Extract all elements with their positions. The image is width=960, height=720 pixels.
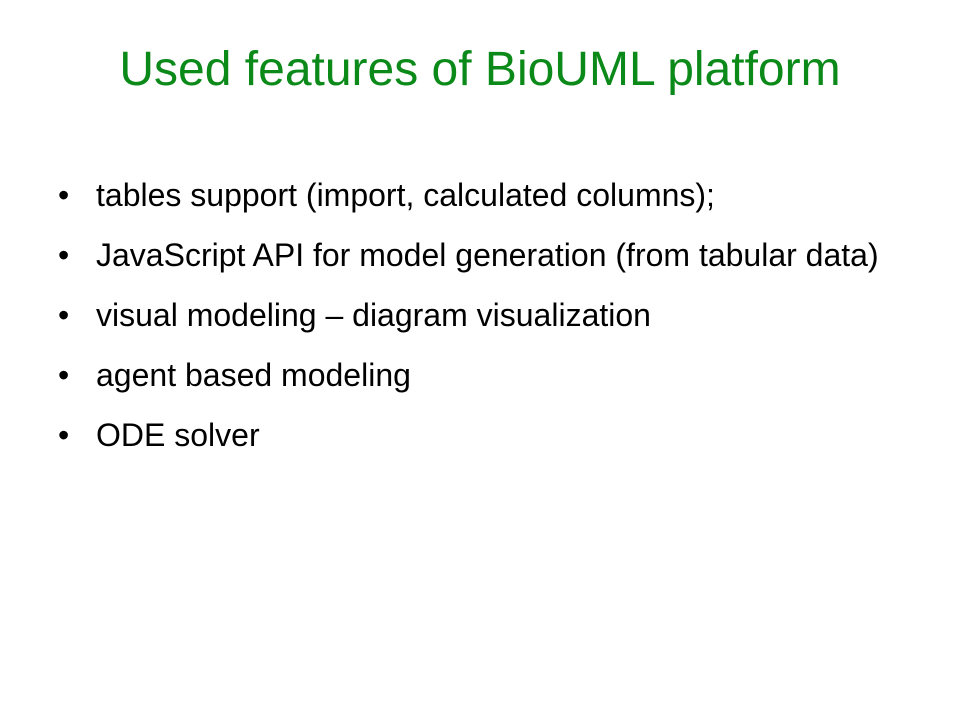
slide-title: Used features of BioUML platform <box>119 43 841 96</box>
bullet-text: tables support (import, calculated colum… <box>96 177 715 213</box>
bullet-item: • visual modeling – diagram visualizatio… <box>58 295 898 336</box>
bullet-icon: • <box>58 417 70 453</box>
bullet-icon: • <box>58 237 70 273</box>
bullet-item: • JavaScript API for model generation (f… <box>58 235 898 276</box>
bullet-item: • agent based modeling <box>58 355 898 396</box>
bullet-item: • ODE solver <box>58 415 898 456</box>
bullet-text: JavaScript API for model generation (fro… <box>96 237 879 273</box>
bullet-text: visual modeling – diagram visualization <box>96 297 651 333</box>
bullet-list: • tables support (import, calculated col… <box>58 175 898 475</box>
bullet-icon: • <box>58 357 70 393</box>
bullet-text: ODE solver <box>96 417 260 453</box>
bullet-icon: • <box>58 177 70 213</box>
bullet-item: • tables support (import, calculated col… <box>58 175 898 216</box>
bullet-icon: • <box>58 297 70 333</box>
bullet-text: agent based modeling <box>96 357 411 393</box>
